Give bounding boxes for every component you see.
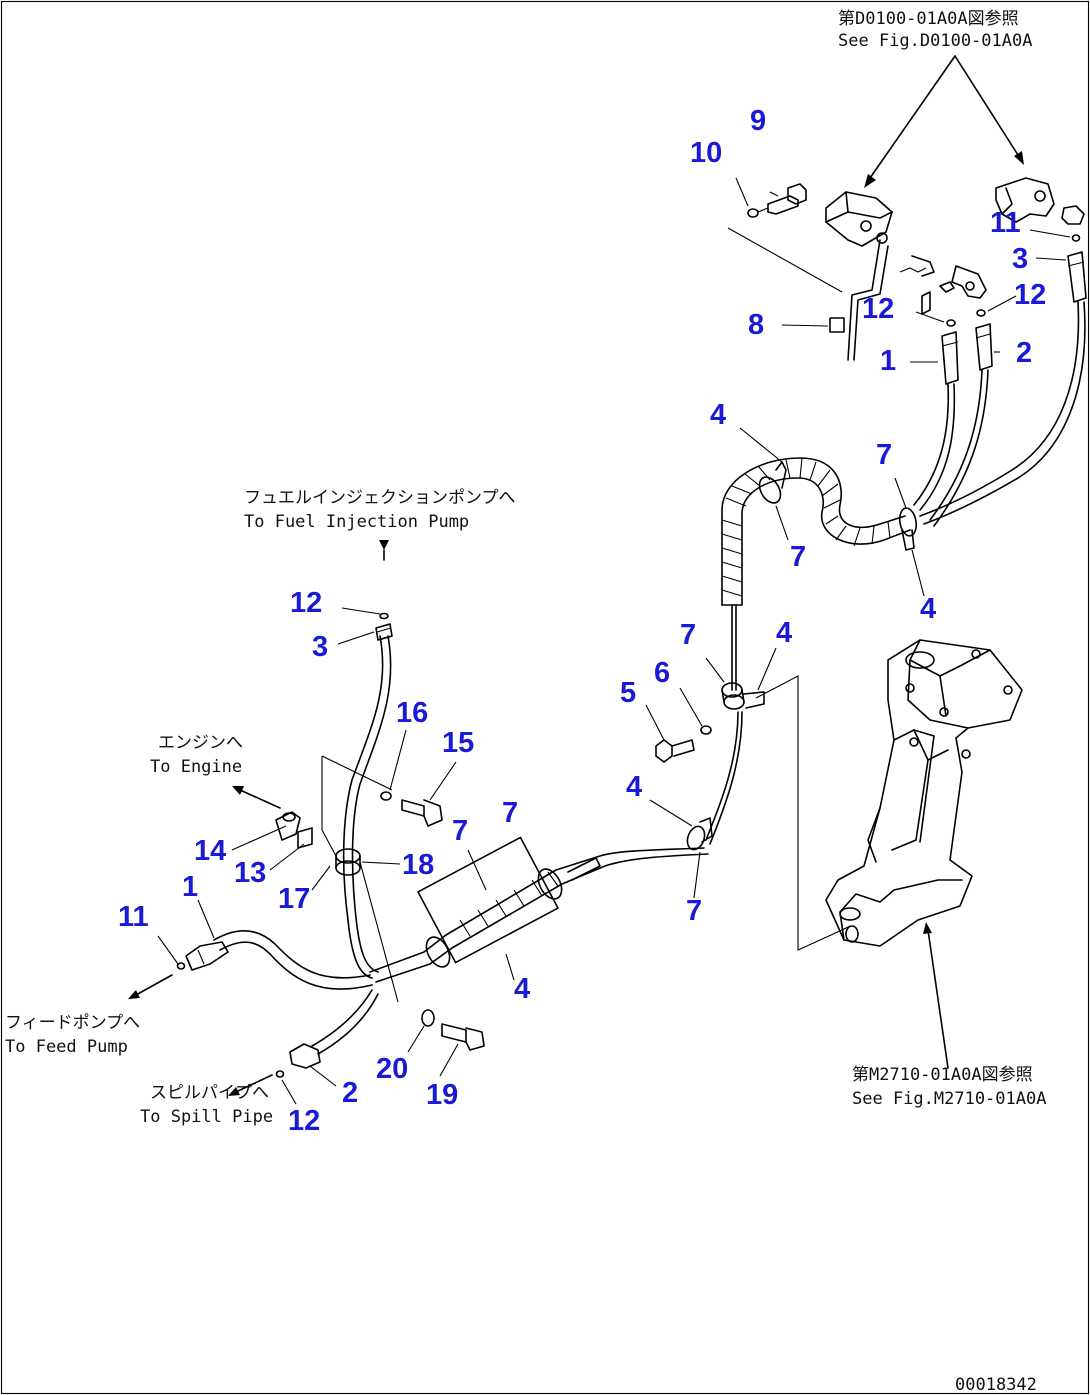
reference-spill-pipe-jp: スピルパイプへ [150,1083,269,1103]
callout-12-top-left: 12 [862,293,894,325]
callout-11-top: 11 [990,207,1021,239]
reference-engine-jp: エンジンへ [158,733,243,753]
callout-3-fuel: 3 [312,631,328,663]
callout-4-lower: 4 [626,771,642,803]
callout-18: 18 [402,849,434,881]
callout-7-sleeve-left: 7 [452,815,468,847]
reference-spill-pipe-en: To Spill Pipe [140,1107,273,1127]
callout-11-lower: 11 [118,901,149,933]
callout-1-lower: 1 [182,871,198,903]
upper-hoses [913,301,1086,527]
reference-feed-pump: フィードポンプへ To Feed Pump [5,1013,140,1057]
callout-3-top: 3 [1012,243,1028,275]
callout-7-middle: 7 [680,619,696,651]
callout-4-upper: 4 [710,399,726,431]
callout-8: 8 [748,309,764,341]
reference-feed-pump-en: To Feed Pump [5,1037,128,1057]
reference-engine-en: To Engine [150,757,242,777]
reference-fuel-pump-jp: フュエルインジェクションポンプへ [244,488,516,508]
drawing-number: 00018342 [955,1375,1037,1395]
callout-7-upper-left: 7 [790,541,806,573]
callout-12-fuel: 12 [290,587,322,619]
callout-14: 14 [194,835,226,867]
callout-9: 9 [750,105,766,137]
leader-lines [157,177,1071,1105]
callout-12-lower: 12 [288,1105,320,1137]
reference-bottom-right: 第M2710-01A0A図参照 See Fig.M2710-01A0A [852,1065,1046,1109]
callout-15: 15 [442,727,474,759]
callout-5: 5 [620,677,636,709]
middle-vertical-hose [655,604,851,951]
callout-4-sleeve: 4 [514,973,530,1005]
callout-numbers: 9 10 11 3 12 12 8 1 2 4 7 7 4 12 3 7 4 5… [118,105,1046,1137]
reference-engine: エンジンへ To Engine [150,733,243,777]
callout-4-middle: 4 [776,617,792,649]
callout-19: 19 [426,1079,458,1111]
reference-arrows [128,55,1024,1096]
callout-13: 13 [234,857,266,889]
main-hose-assembly [176,612,709,1078]
callout-16: 16 [396,697,428,729]
top-fittings-cluster [727,177,1087,385]
reference-bottom-right-jp: 第M2710-01A0A図参照 [852,1065,1033,1085]
callout-2-top: 2 [1016,337,1032,369]
callout-7-lower-right: 7 [686,895,702,927]
callout-2-lower: 2 [342,1077,358,1109]
callout-17: 17 [278,883,310,915]
callout-20: 20 [376,1053,408,1085]
callout-7-upper-right: 7 [876,439,892,471]
reference-fuel-pump: フュエルインジェクションポンプへ To Fuel Injection Pump [244,488,516,532]
callout-12-top-right: 12 [1014,279,1046,311]
reference-fuel-pump-en: To Fuel Injection Pump [244,512,469,532]
reference-top-right-en: See Fig.D0100-01A0A [838,31,1032,51]
reference-bottom-right-en: See Fig.M2710-01A0A [852,1089,1046,1109]
upper-spiral-hose [721,427,918,606]
reference-spill-pipe: スピルパイプへ To Spill Pipe [140,1083,273,1127]
reference-feed-pump-jp: フィードポンプへ [5,1013,140,1033]
callout-7-sleeve-right: 7 [502,797,518,829]
reference-top-right-jp: 第D0100-01A0A図参照 [838,9,1019,29]
reference-top-right: 第D0100-01A0A図参照 See Fig.D0100-01A0A [838,9,1032,51]
callout-6: 6 [654,657,670,689]
mounting-bracket [825,639,1023,947]
callout-1-top: 1 [880,345,896,377]
callout-4-upper-right: 4 [920,593,936,625]
callout-10: 10 [690,137,722,169]
